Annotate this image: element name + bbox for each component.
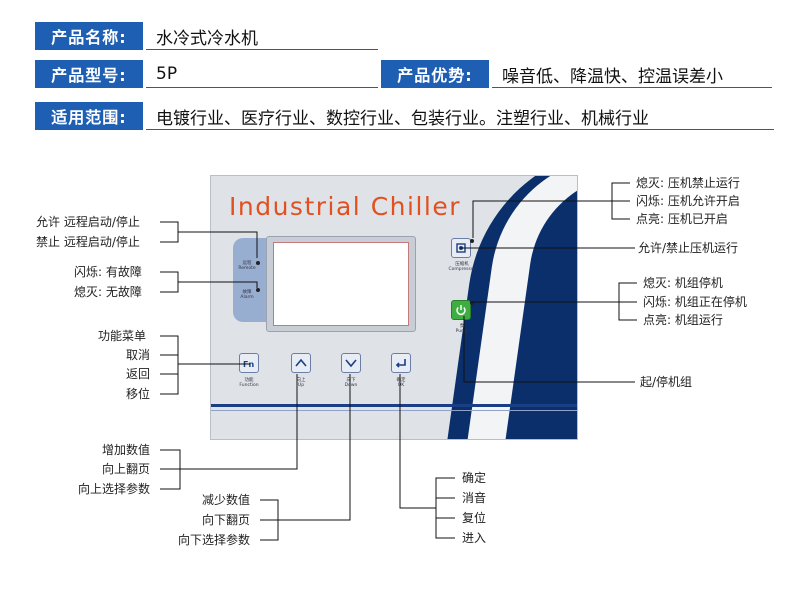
compressor-button[interactable] [451,238,471,258]
pump-led [470,301,474,305]
callout-comp-allow: 允许/禁止压机运行 [638,241,739,255]
callout-up-inc: 增加数值 [102,443,151,457]
pump-sublabel: Pump [455,329,469,334]
up-sublabel: Up [297,383,305,388]
function-button[interactable]: Fn [239,353,259,373]
callout-down-dec: 减少数值 [202,493,251,507]
power-icon [456,305,466,316]
callout-down-page: 向下翻页 [202,513,251,527]
down-sublabel: Down [344,383,358,388]
callout-pump-on: 点亮: 机组运行 [643,313,723,327]
product-model-value: 5P [156,64,178,84]
callout-up-page: 向上翻页 [102,462,151,476]
ok-button[interactable] [391,353,411,373]
callout-func-back: 返回 [126,367,151,381]
fn-icon: Fn [243,360,254,369]
callout-func-menu: 功能菜单 [98,329,147,343]
callout-ok-mute: 消音 [462,491,487,505]
svg-text:Fn: Fn [243,360,254,369]
panel-brand-text: Industrial Chiller [229,192,461,221]
product-advantage-value: 噪音低、降温快、控温误差小 [502,66,723,87]
down-label: 向下 [346,378,356,383]
lcd-screen [273,242,409,326]
product-name-value: 水冷式冷水机 [156,28,258,49]
compressor-label: 压缩机 [455,262,469,267]
alarm-indicator-label: 故障 [242,290,252,295]
product-usage-value: 电镀行业、医疗行业、数控行业、包装行业。注塑行业、机械行业 [156,108,649,129]
product-model-underline [146,87,378,88]
product-model-label: 产品型号: [35,60,143,88]
product-name-underline [146,49,378,50]
remote-indicator-sublabel: Remote [238,266,256,271]
remote-indicator-label: 远程 [242,261,252,266]
product-advantage-underline [492,87,772,88]
up-button[interactable] [291,353,311,373]
callout-remote-forbid: 禁止 远程启动/停止 [36,235,140,249]
function-sublabel: Function [239,383,259,388]
callout-ok-reset: 复位 [462,511,487,525]
product-advantage-label: 产品优势: [381,60,489,88]
enter-icon [395,359,406,368]
callout-alarm-flash: 闪烁: 有故障 [74,265,142,279]
pump-button[interactable] [451,300,471,320]
compressor-sublabel: Compressor [448,267,476,272]
callout-comp-flash: 闪烁: 压机允许开启 [636,194,740,208]
compressor-led [470,239,474,243]
alarm-indicator-sublabel: Alarm [240,295,254,300]
callout-up-select: 向上选择参数 [78,482,151,496]
callout-func-cancel: 取消 [126,348,151,362]
product-usage-underline [146,129,774,130]
callout-ok-enter: 进入 [462,531,487,545]
callout-alarm-off: 熄灭: 无故障 [74,285,142,299]
callout-comp-off: 熄灭: 压机禁止运行 [636,176,740,190]
callout-pump-start: 起/停机组 [640,375,693,389]
callout-pump-off: 熄灭: 机组停机 [643,276,723,290]
pump-label: 泵 [459,324,465,329]
callout-pump-flash: 闪烁: 机组正在停机 [643,295,747,309]
callout-remote-allow: 允许 远程启动/停止 [36,215,140,229]
down-button[interactable] [341,353,361,373]
product-usage-label: 适用范围: [35,102,143,130]
controller-panel: Industrial Chiller 远程 Remote 故障 Alarm 压缩… [210,175,578,440]
callout-func-shift: 移位 [126,387,151,401]
ok-sublabel: OK [397,383,405,388]
callout-ok-confirm: 确定 [462,471,487,485]
panel-stripe [211,404,577,407]
remote-led [256,261,260,265]
chevron-down-icon [345,359,357,368]
panel-stripe-thin [211,410,577,411]
product-name-label: 产品名称: [35,22,143,50]
alarm-led [256,288,260,292]
callout-comp-on: 点亮: 压机已开启 [636,212,728,226]
chevron-up-icon [295,358,307,367]
callout-down-select: 向下选择参数 [178,533,251,547]
compressor-icon [456,243,466,253]
